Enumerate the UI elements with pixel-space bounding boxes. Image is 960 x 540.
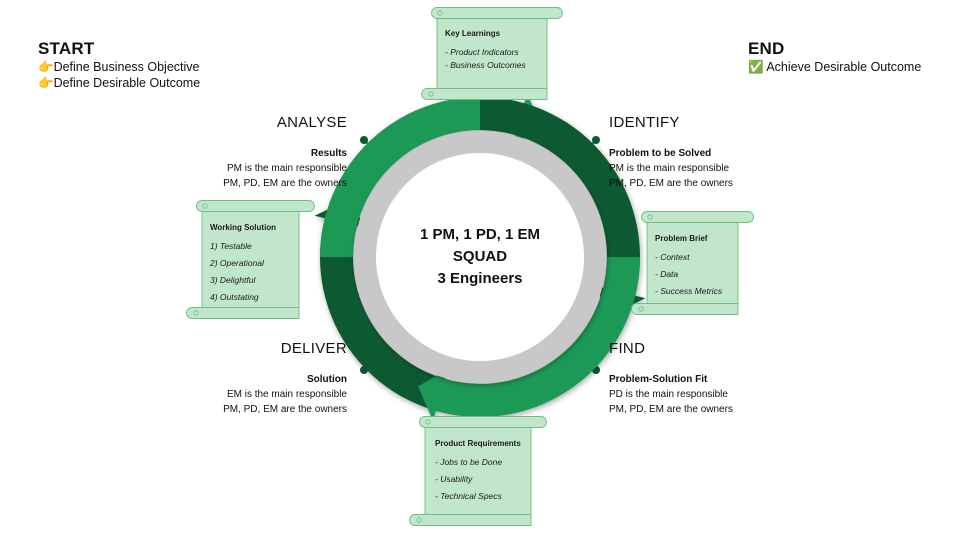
start-block: START 👉Define Business Objective 👉Define…	[38, 39, 200, 91]
phase-find-line-1: PD is the main responsible	[609, 389, 728, 400]
scroll-product-requirements-item: - Jobs to be Done	[435, 457, 503, 467]
phase-identify-title: IDENTIFY	[609, 114, 680, 131]
scroll-problem-brief-item: - Context	[655, 252, 690, 262]
phase-analyse-line-1: PM is the main responsible	[226, 163, 347, 174]
squad-line-1: 1 PM, 1 PD, 1 EM	[419, 226, 541, 243]
scroll-key-learnings-item: - Business Outcomes	[445, 60, 526, 70]
scroll-product-requirements-title: Product Requirements	[435, 439, 521, 448]
cycle-ring	[314, 93, 646, 421]
squad-label: 1 PM, 1 PD, 1 EM SQUAD 3 Engineers	[400, 224, 560, 290]
phase-find-line-2: PM, PD, EM are the owners	[609, 404, 733, 415]
phase-analyse-subtitle: Results	[310, 148, 347, 159]
phase-analyse: ANALYSE Results PM is the main responsib…	[223, 114, 347, 191]
phase-identify-subtitle: Problem to be Solved	[609, 148, 712, 159]
start-line-1: 👉Define Business Objective	[38, 60, 200, 74]
scroll-problem-brief: Problem Brief - Context - Data - Success…	[655, 234, 722, 300]
scroll-product-requirements-item: - Technical Specs	[435, 491, 502, 501]
inner-ring	[354, 131, 606, 383]
scroll-working-solution: Working Solution 1) Testable 2) Operatio…	[210, 223, 276, 306]
squad-line-2: SQUAD	[452, 248, 508, 265]
scroll-shape-working-solution	[186, 200, 315, 319]
scroll-product-requirements-item: - Usability	[435, 474, 473, 484]
squad-line-3: 3 Engineers	[437, 270, 523, 287]
phase-deliver: DELIVER Solution EM is the main responsi…	[223, 340, 347, 417]
phase-find-subtitle: Problem-Solution Fit	[609, 374, 708, 385]
scroll-working-solution-item: 4) Outstating	[210, 292, 259, 302]
scroll-working-solution-item: 1) Testable	[210, 241, 252, 251]
scroll-working-solution-item: 2) Operational	[210, 258, 264, 268]
phase-find-title: FIND	[609, 340, 646, 357]
scroll-problem-brief-title: Problem Brief	[655, 234, 708, 243]
phase-analyse-line-2: PM, PD, EM are the owners	[223, 178, 347, 189]
scroll-problem-brief-item: - Success Metrics	[655, 286, 723, 296]
phase-identify-line-2: PM, PD, EM are the owners	[609, 178, 733, 189]
arrow-segment-find	[418, 257, 640, 421]
start-title: START	[38, 39, 95, 58]
scroll-shape-problem-brief	[631, 211, 754, 315]
scroll-shape-key-learnings	[421, 7, 563, 100]
phase-identify-line-1: PM is the main responsible	[609, 163, 730, 174]
scroll-key-learnings-item: - Product Indicators	[445, 47, 519, 57]
phase-deliver-subtitle: Solution	[307, 374, 347, 385]
scroll-problem-brief-item: - Data	[655, 269, 679, 279]
scroll-working-solution-title: Working Solution	[210, 223, 277, 232]
scroll-shape-product-requirements	[409, 416, 547, 526]
end-block: END ✅ Achieve Desirable Outcome	[748, 39, 921, 75]
scroll-working-solution-item: 3) Delightful	[210, 275, 256, 285]
phase-deliver-title: DELIVER	[280, 340, 347, 357]
phase-find: FIND Problem-Solution Fit PD is the main…	[609, 340, 733, 417]
phase-analyse-title: ANALYSE	[276, 114, 347, 131]
scroll-notes	[186, 7, 754, 526]
end-line-1: ✅ Achieve Desirable Outcome	[748, 60, 922, 74]
start-line-2: 👉Define Desirable Outcome	[38, 76, 201, 90]
scroll-key-learnings-title: Key Learnings	[445, 29, 501, 38]
phase-deliver-line-2: PM, PD, EM are the owners	[223, 404, 347, 415]
scroll-key-learnings: Key Learnings - Product Indicators - Bus…	[445, 29, 526, 72]
scroll-product-requirements: Product Requirements - Jobs to be Done -…	[435, 439, 521, 505]
center-disc	[376, 153, 584, 361]
phase-identify: IDENTIFY Problem to be Solved PM is the …	[609, 114, 733, 191]
end-title: END	[748, 39, 785, 58]
phase-deliver-line-1: EM is the main responsible	[226, 389, 347, 400]
